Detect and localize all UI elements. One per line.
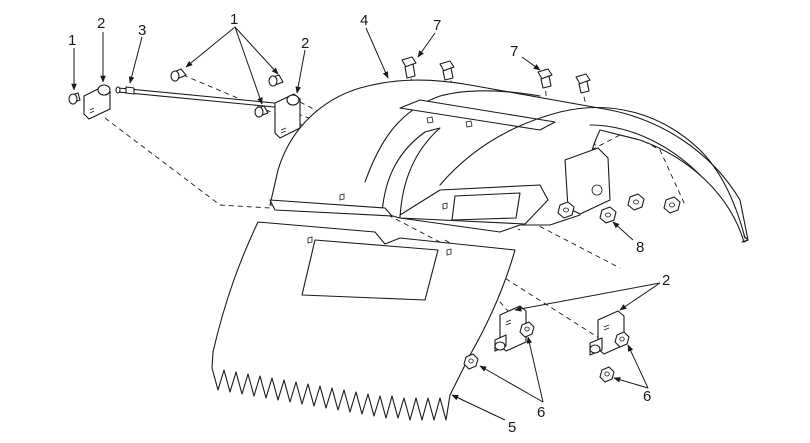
- callout-6-center: 6: [537, 404, 545, 421]
- hinge-bracket-left: [83, 84, 111, 120]
- nuts-right: [557, 193, 681, 224]
- callout-2-left: 2: [97, 15, 105, 32]
- nuts-lower: [463, 321, 630, 383]
- bolts-top: [401, 56, 591, 94]
- callout-8: 8: [636, 239, 644, 256]
- comb-flap: [211, 221, 516, 421]
- pins-center: [170, 68, 284, 118]
- callout-2-center: 2: [301, 35, 309, 52]
- callout-4: 4: [360, 12, 368, 29]
- pin-left: [68, 92, 81, 105]
- callout-3: 3: [138, 22, 146, 39]
- hinge-brackets-lower: [494, 305, 625, 356]
- callout-7-left: 7: [433, 17, 441, 34]
- callout-6-right: 6: [643, 388, 651, 405]
- hinge-bracket-center: [274, 93, 301, 139]
- callout-1-left: 1: [68, 32, 76, 49]
- callout-2-lower: 2: [662, 272, 670, 289]
- fender-housing: [269, 79, 749, 243]
- callout-5: 5: [508, 419, 516, 436]
- leader-lines: [71, 26, 661, 421]
- callout-7-right: 7: [510, 43, 518, 60]
- callout-labels: 1 2 3 1 2 4 7 7 8 2 6 6 5: [68, 11, 670, 436]
- callout-1-center: 1: [230, 11, 238, 28]
